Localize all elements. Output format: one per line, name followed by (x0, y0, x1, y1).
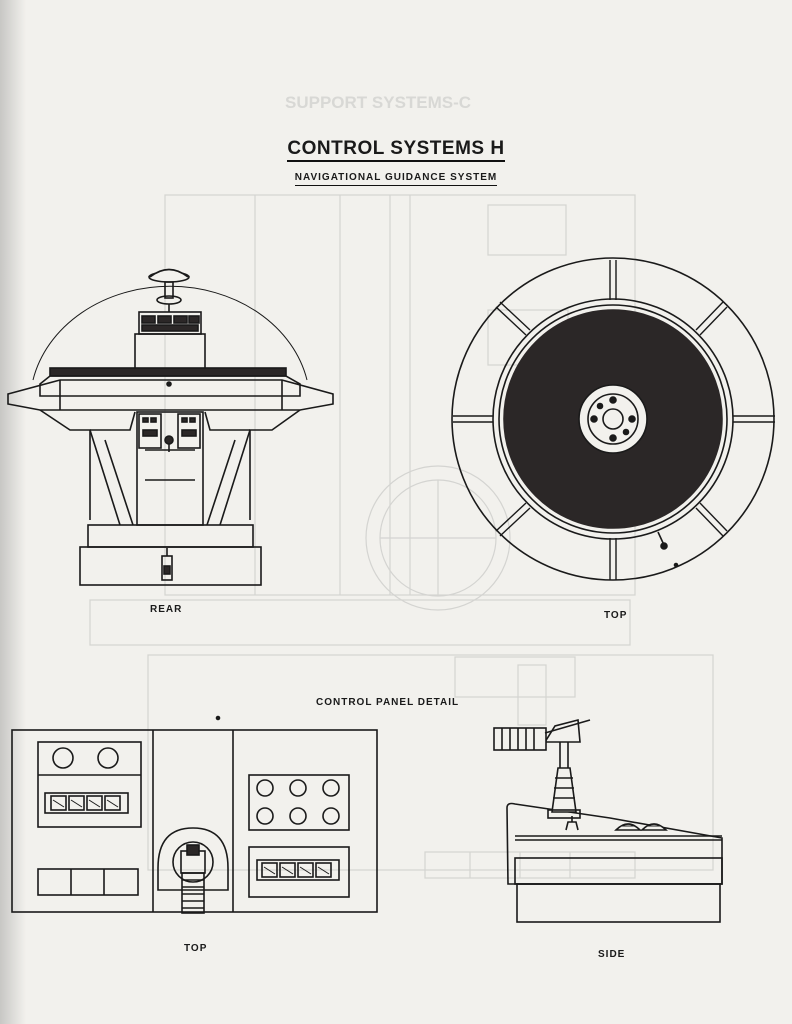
panel-top-view-label: TOP (184, 943, 208, 954)
page-subtitle: NAVIGATIONAL GUIDANCE SYSTEM (0, 172, 792, 186)
control-panel-top-view (11, 715, 378, 914)
control-panel-side-view (493, 718, 723, 923)
page-subtitle-text: NAVIGATIONAL GUIDANCE SYSTEM (294, 172, 498, 186)
top-view (451, 257, 775, 581)
page-gutter-shadow (0, 0, 26, 1024)
control-panel-detail-heading: CONTROL PANEL DETAIL (316, 697, 460, 708)
rear-view (7, 268, 334, 586)
page-title: CONTROL SYSTEMS H (0, 138, 792, 162)
top-view-label: TOP (604, 610, 628, 621)
page-title-text: CONTROL SYSTEMS H (287, 138, 505, 162)
panel-side-view-label: SIDE (598, 949, 626, 960)
ghost-heading: SUPPORT SYSTEMS-C (285, 93, 471, 112)
rear-view-label: REAR (150, 604, 183, 615)
